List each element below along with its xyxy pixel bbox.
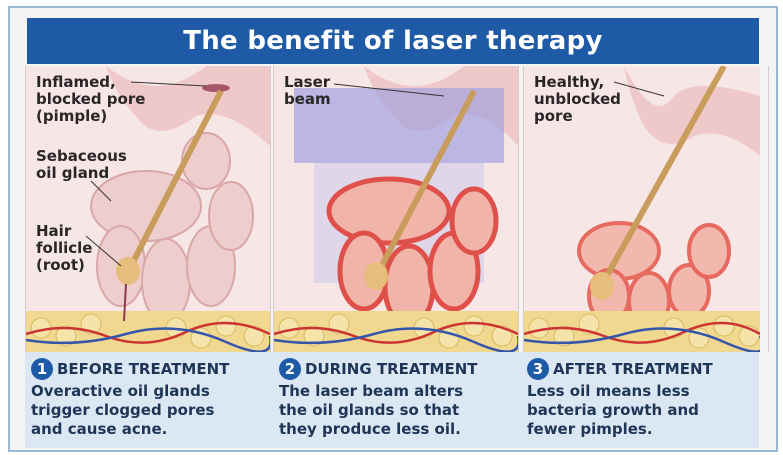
panel-after-treatment: Healthy, unblocked pore bbox=[523, 66, 769, 352]
step-description: Less oil means less bacteria growth and … bbox=[527, 382, 765, 439]
skin-illustration-during bbox=[274, 66, 518, 352]
step-number-badge: 1 bbox=[31, 358, 53, 380]
step-number-badge: 3 bbox=[527, 358, 549, 380]
step-title: DURING TREATMENT bbox=[305, 360, 478, 378]
step-number-badge: 2 bbox=[279, 358, 301, 380]
step-title: BEFORE TREATMENT bbox=[57, 360, 229, 378]
label-sebaceous-gland: Sebaceous oil gland bbox=[36, 148, 127, 182]
label-hair-follicle: Hair follicle (root) bbox=[36, 223, 92, 274]
label-inflamed-pore: Inflamed, blocked pore (pimple) bbox=[36, 74, 145, 125]
label-laser-beam: Laser beam bbox=[284, 74, 331, 108]
panel-during-treatment: Laser beam bbox=[273, 66, 519, 352]
step-description: The laser beam alters the oil glands so … bbox=[279, 382, 517, 439]
label-healthy-pore: Healthy, unblocked pore bbox=[534, 74, 621, 125]
step-title: AFTER TREATMENT bbox=[553, 360, 713, 378]
diagram-title: The benefit of laser therapy bbox=[27, 18, 759, 64]
panel-before-treatment: Inflamed, blocked pore (pimple) Sebaceou… bbox=[25, 66, 271, 352]
step-description: Overactive oil glands trigger clogged po… bbox=[31, 382, 269, 439]
